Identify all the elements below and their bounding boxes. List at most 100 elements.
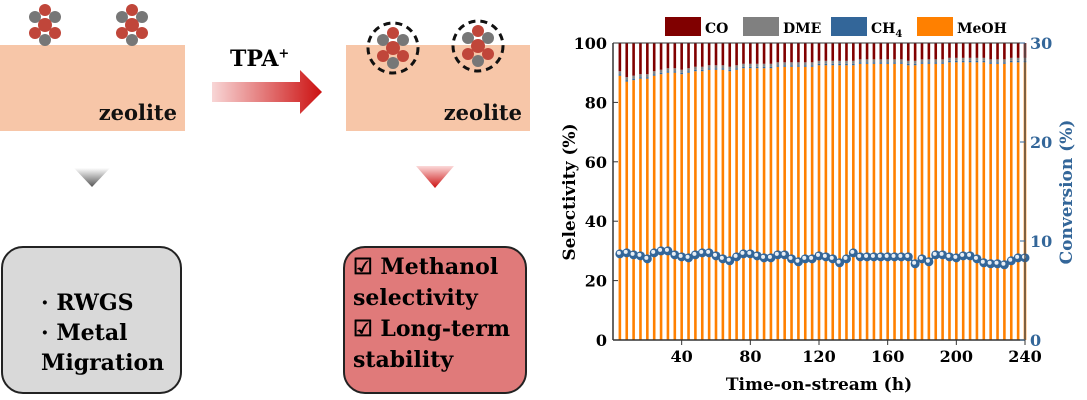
bar-meoh <box>797 66 800 340</box>
bar-meoh <box>982 62 986 341</box>
bar-ch4 <box>666 71 670 73</box>
bar-ch4 <box>879 62 883 64</box>
bar-meoh <box>948 62 951 341</box>
conversion-point-highlight <box>726 257 731 262</box>
bar-co <box>941 43 944 60</box>
conversion-point-highlight <box>767 254 772 259</box>
conversion-point-highlight <box>816 252 820 257</box>
bar-meoh <box>666 72 670 340</box>
bar-co <box>975 43 979 58</box>
bar-co <box>845 43 848 61</box>
bar-co <box>618 43 622 72</box>
bar-ch4 <box>824 63 828 66</box>
bar-meoh <box>735 69 738 340</box>
bar-ch4 <box>639 77 642 79</box>
bar-meoh <box>618 75 622 341</box>
bar-meoh <box>810 66 814 340</box>
bar-ch4 <box>989 62 992 64</box>
bar-co <box>646 43 649 75</box>
conversion-point-highlight <box>967 252 972 257</box>
conversion-point-highlight <box>795 258 800 263</box>
bar-meoh <box>824 65 828 341</box>
bar-ch4 <box>913 63 917 66</box>
bar-ch4 <box>742 66 745 69</box>
conversion-point-highlight <box>664 247 669 252</box>
diagram-panel: zeolite zeolite TPA+ · RWGS · Meta <box>0 0 540 400</box>
bar-ch4 <box>872 62 876 64</box>
conversion-point-highlight <box>809 255 814 260</box>
bar-ch4 <box>900 62 903 64</box>
bar-ch4 <box>659 72 663 75</box>
bar-dme <box>1009 57 1013 61</box>
bar-co <box>817 43 821 61</box>
bar-ch4 <box>646 77 649 79</box>
bar-dme <box>769 63 773 67</box>
bar-co <box>728 43 732 67</box>
conversion-point-highlight <box>925 258 930 263</box>
bar-co <box>900 43 903 60</box>
bar-ch4 <box>845 63 848 66</box>
zeolite-label: zeolite <box>98 100 177 125</box>
bar-ch4 <box>852 63 855 66</box>
bar-co <box>810 43 814 63</box>
bar-ch4 <box>721 68 725 70</box>
bar-co <box>1009 43 1013 58</box>
bar-co <box>783 43 786 63</box>
bar-dme <box>996 59 999 63</box>
bar-dme <box>749 63 752 67</box>
bar-ch4 <box>749 66 752 69</box>
bar-meoh <box>625 81 629 341</box>
bar-meoh <box>632 80 635 340</box>
bar-dme <box>934 59 938 63</box>
bar-meoh <box>975 62 979 341</box>
conversion-point-highlight <box>857 253 862 258</box>
conversion-point-highlight <box>987 260 992 265</box>
bar-ch4 <box>996 62 999 64</box>
y-axis-label: Selectivity (%) <box>560 123 580 260</box>
conversion-point-highlight <box>623 249 628 254</box>
conversion-point-highlight <box>973 255 978 260</box>
bar-meoh <box>755 68 759 341</box>
y2-axis-label: Conversion (%) <box>1057 120 1077 265</box>
bar-meoh <box>886 63 889 340</box>
bar-dme <box>714 65 718 69</box>
bar-dme <box>955 57 958 61</box>
bar-co <box>982 43 986 58</box>
y2-tick-label: 20 <box>1030 133 1052 152</box>
bar-co <box>955 43 958 58</box>
bar-co <box>700 43 704 67</box>
conversion-point-highlight <box>685 254 690 259</box>
bar-dme <box>838 60 841 64</box>
bar-dme <box>735 65 738 69</box>
encapsulation-ring-icon <box>451 19 505 73</box>
bar-ch4 <box>707 68 711 70</box>
x-tick-label: 240 <box>1008 347 1041 366</box>
bar-dme <box>927 59 931 63</box>
conversion-point-highlight <box>719 255 724 260</box>
bar-co <box>707 43 711 66</box>
bar-meoh <box>879 63 883 340</box>
conversion-point-highlight <box>960 252 965 257</box>
bar-ch4 <box>735 68 738 70</box>
bar-dme <box>700 66 704 70</box>
bar-ch4 <box>817 63 821 66</box>
bar-co <box>652 43 656 72</box>
bar-dme <box>680 69 683 73</box>
bar-meoh <box>906 65 910 341</box>
bar-dme <box>831 60 835 64</box>
bar-meoh <box>687 72 690 340</box>
bar-meoh <box>955 62 958 341</box>
bar-co <box>858 43 862 60</box>
bar-dme <box>1003 59 1006 63</box>
bar-dme <box>797 62 800 66</box>
bar-meoh <box>927 63 931 340</box>
bar-dme <box>694 66 697 70</box>
bar-co <box>831 43 835 61</box>
bar-dme <box>728 66 732 70</box>
bar-meoh <box>700 71 704 340</box>
bar-meoh <box>1009 62 1013 341</box>
bar-ch4 <box>948 60 951 63</box>
conversion-point-highlight <box>637 252 642 257</box>
bar-meoh <box>968 62 972 341</box>
legend-swatch <box>831 17 867 36</box>
